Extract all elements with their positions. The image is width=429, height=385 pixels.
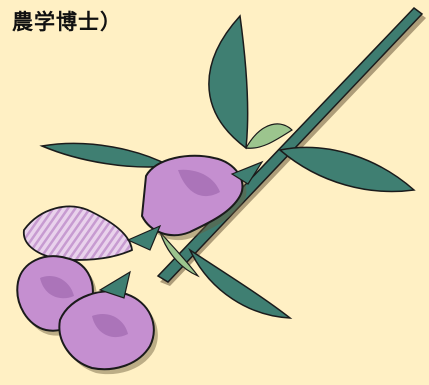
leaf-right <box>278 146 416 193</box>
stem <box>156 7 424 283</box>
flower-bottom-inner <box>92 314 128 338</box>
leaf-left <box>39 142 173 168</box>
flower-striped <box>23 205 133 261</box>
flower-left-inner <box>40 276 74 299</box>
leaf-upper-light <box>245 123 293 149</box>
sepal-low <box>98 270 131 299</box>
flower-top <box>140 154 244 237</box>
leaf-lower-light <box>159 231 200 278</box>
flower-top-inner <box>178 169 220 197</box>
leaf-upper <box>208 14 249 150</box>
sepal-top <box>230 160 264 185</box>
leaf-lower <box>188 247 293 319</box>
caption-text: 、農学博士） <box>0 10 122 34</box>
sepal-mid <box>126 224 162 251</box>
